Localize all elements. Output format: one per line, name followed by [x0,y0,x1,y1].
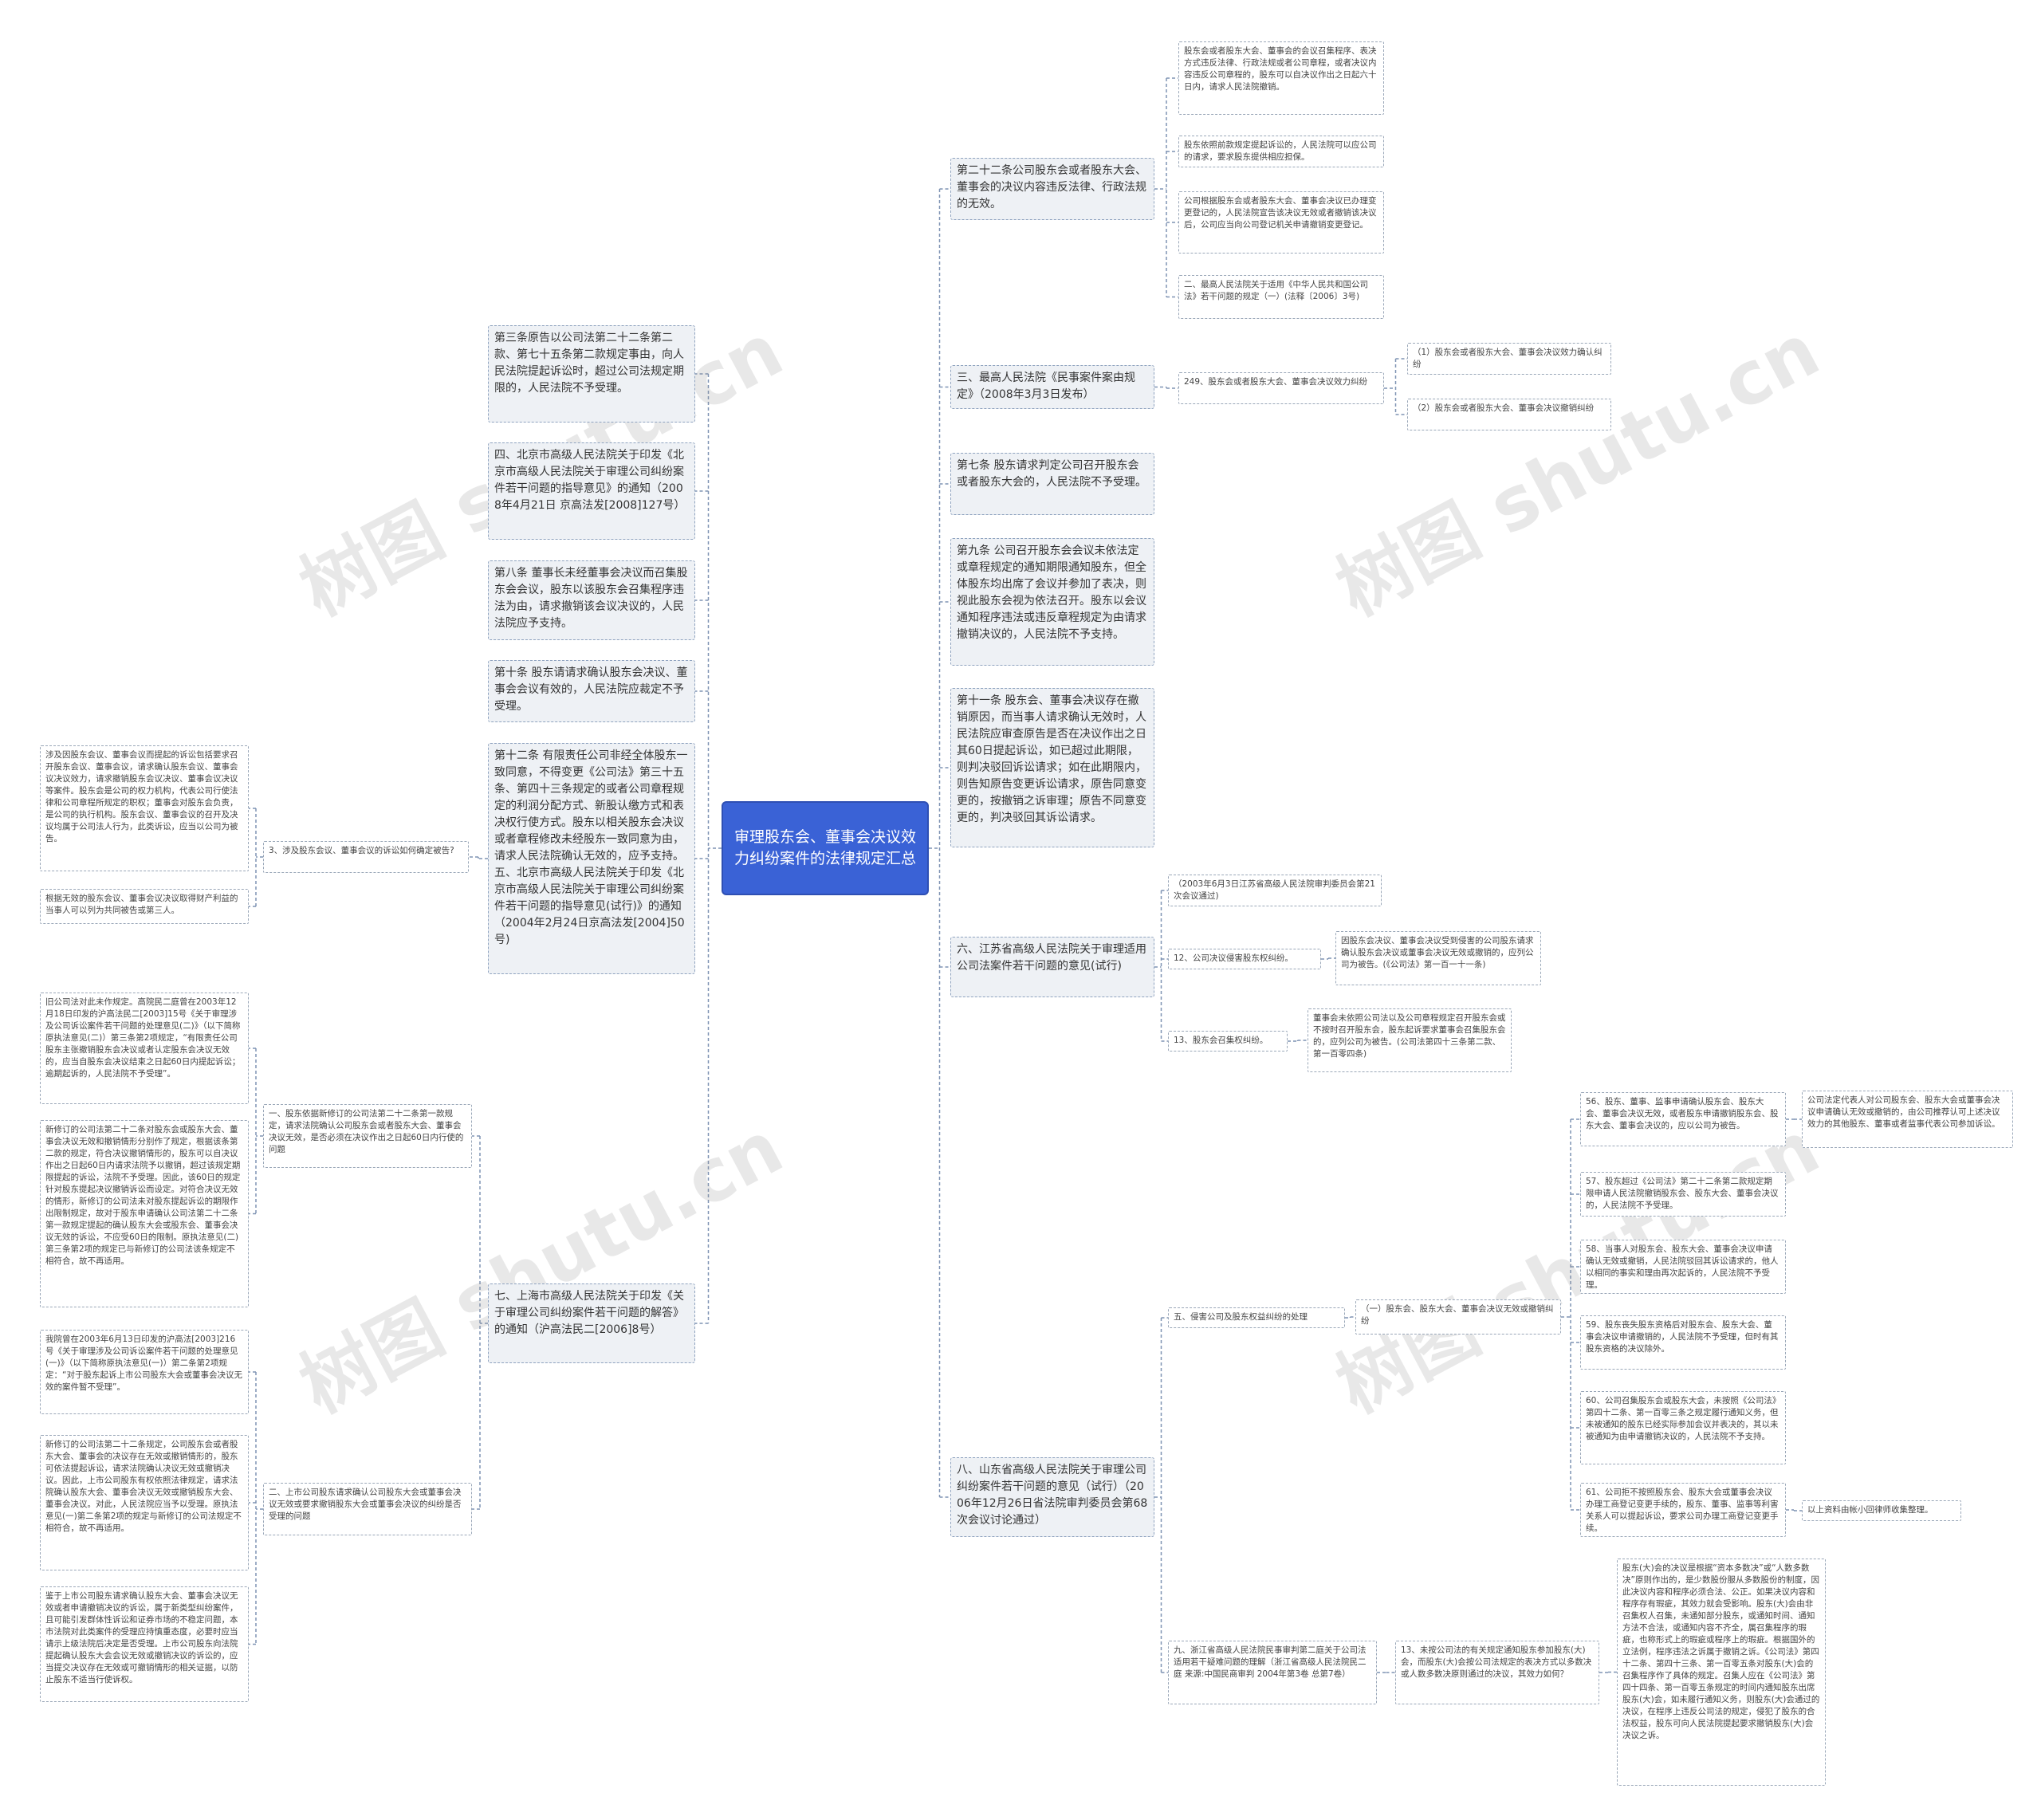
topic-zhejiang-understanding[interactable]: 九、浙江省高级人民法院民事审判第二庭关于公司法适用若干疑难问题的理解（浙江省高级… [1168,1641,1377,1704]
topic-beijing-2008-guidance[interactable]: 四、北京市高级人民法院关于印发《北京市高级人民法院关于审理公司纠纷案件若干问题的… [488,442,695,540]
subtopic-security-request[interactable]: 股东依照前款规定提起诉讼的，人民法院可以应公司的请求，要求股东提供相应担保。 [1178,136,1384,167]
subtopic-3-defendant[interactable]: 3、涉及股东会议、董事会议的诉讼如何确定被告? [263,841,469,873]
subtopic-source-note[interactable]: 以上资料由帐小回律师收集整理。 [1802,1500,1961,1521]
topic-article-22[interactable]: 第二十二条公司股东会或者股东大会、董事会的决议内容违反法律、行政法规的无效。 [950,158,1154,220]
subtopic-13-convening-right[interactable]: 13、股东会召集权纠纷。 [1168,1031,1288,1052]
subtopic-meeting-litigation[interactable]: 涉及因股东会议、董事会议而提起的诉讼包括要求召开股东会议、董事会议，请求确认股东… [40,745,249,871]
topic-article-3[interactable]: 第三条原告以公司法第二十二条第二款、第七十五条第二款规定事由，向人民法院提起诉讼… [488,325,695,423]
topic-article-9[interactable]: 第九条 公司召开股东会会议未依法定或章程规定的通知期限通知股东，但全体股东均出席… [950,538,1154,666]
topic-case-cause-rules[interactable]: 三、最高人民法院《民事案件案由规定》（2008年3月3日发布） [950,365,1154,409]
subtopic-58[interactable]: 58、当事人对股东会、股东大会、董事会决议申请确认无效或撤销，人民法院驳回其诉讼… [1580,1240,1786,1294]
topic-shandong-opinion[interactable]: 八、山东省高级人民法院关于审理公司纠纷案件若干问题的意见（试行）（2006年12… [950,1457,1154,1537]
subtopic-13-answer[interactable]: 股东(大)会的决议是根据“资本多数决”或“人数多数决”原则作出的，是少数股份服从… [1617,1559,1826,1786]
subtopic-revocation-dispute[interactable]: （2）股东会或者股东大会、董事会决议撤销纠纷 [1407,399,1611,430]
topic-article-12[interactable]: 第十二条 有限责任公司非经全体股东一致同意，不得变更《公司法》第三十五条、第四十… [488,743,695,974]
topic-article-8[interactable]: 第八条 董事长未经董事会决议而召集股东会会议，股东以该股东会召集程序违法为由，请… [488,560,695,640]
subtopic-56[interactable]: 56、股东、董事、监事申请确认股东会、股东大会、董事会决议无效，或者股东申请撤销… [1580,1092,1786,1146]
subtopic-co-defendant[interactable]: 根据无效的股东会议、董事会议决议取得财产利益的当事人可以列为共同被告或第三人。 [40,889,249,924]
topic-shanghai-2006-answers[interactable]: 七、上海市高级人民法院关于印发《关于审理公司纠纷案件若干问题的解答》的通知（沪高… [488,1283,695,1363]
subtopic-listed-old-rule[interactable]: 我院曾在2003年6月13日印发的沪高法[2003]216号《关于审理涉及公司诉… [40,1330,249,1414]
subtopic-old-law-rule[interactable]: 旧公司法对此未作规定。高院民二庭曾在2003年12月18日印发的沪高法民二[20… [40,993,249,1104]
subtopic-60-day-question[interactable]: 一、股东依据新修订的公司法第二十二条第一款规定，请求法院确认公司股东会或者股东大… [263,1104,472,1168]
subtopic-12-infringement[interactable]: 12、公司决议侵害股东权纠纷。 [1168,949,1321,969]
subtopic-13-notice-defect[interactable]: 13、未按公司法的有关规定通知股东参加股东(大)会，而股东(大)会按公司法规定的… [1395,1641,1599,1704]
subtopic-61[interactable]: 61、公司拒不按照股东会、股东大会或董事会决议办理工商登记变更手续的，股东、董事… [1580,1483,1786,1537]
subtopic-listed-company-question[interactable]: 二、上市公司股东请求确认公司股东大会或董事会决议无效或要求撤销股东大会或董事会决… [263,1483,472,1535]
topic-jiangsu-opinion[interactable]: 六、江苏省高级人民法院关于审理适用公司法案件若干问题的意见(试行) [950,937,1154,997]
topic-article-11[interactable]: 第十一条 股东会、董事会决议存在撤销原因，而当事人请求确认无效时，人民法院应审查… [950,688,1154,847]
subtopic-spc-interpretation-1[interactable]: 二、最高人民法院关于适用《中华人民共和国公司法》若干问题的规定（一）(法释〔20… [1178,275,1384,319]
subtopic-12-detail[interactable]: 因股东会决议、董事会决议受到侵害的公司股东请求确认股东会决议或董事会决议无效或撤… [1335,931,1541,985]
subtopic-jiangsu-adopted[interactable]: （2003年6月3日江苏省高级人民法院审判委员会第21次会议通过) [1168,875,1382,906]
topic-article-7[interactable]: 第七条 股东请求判定公司召开股东会或者股东大会的，人民法院不予受理。 [950,453,1154,515]
subtopic-249-resolution-dispute[interactable]: 249、股东会或者股东大会、董事会决议效力纠纷 [1178,372,1384,404]
subtopic-60[interactable]: 60、公司召集股东会或股东大会，未按照《公司法》第四十二条、第一百零三条之规定履… [1580,1391,1786,1464]
subtopic-registration-revoke[interactable]: 公司根据股东会或者股东大会、董事会决议已办理变更登记的，人民法院宣告该决议无效或… [1178,191,1384,254]
subtopic-new-law-rule[interactable]: 新修订的公司法第二十二条对股东会或股东大会、董事会决议无效和撤销情形分别作了规定… [40,1120,249,1307]
subtopic-listed-caution[interactable]: 鉴于上市公司股东请求确认股东大会、董事会决议无效或者申请撤销决议的诉讼，属于新类… [40,1586,249,1702]
subtopic-56-legal-rep[interactable]: 公司法定代表人对公司股东会、股东大会或董事会决议申请确认无效或撤销的，由公司推荐… [1802,1091,2013,1148]
topic-article-10[interactable]: 第十条 股东请请求确认股东会决议、董事会会议有效的，人民法院应裁定不予受理。 [488,660,695,722]
subtopic-infringement-handling[interactable]: 五、侵害公司及股东权益纠纷的处理 [1168,1307,1345,1328]
subtopic-listed-new-rule[interactable]: 新修订的公司法第二十二条规定，公司股东会或者股东大会、董事会的决议存在无效或撤销… [40,1435,249,1570]
subtopic-57[interactable]: 57、股东超过《公司法》第二十二条第二款规定期限申请人民法院撤销股东会、股东大会… [1580,1172,1786,1217]
subtopic-validity-confirmation[interactable]: （1）股东会或者股东大会、董事会决议效力确认纠纷 [1407,343,1611,375]
subtopic-invalid-or-revocation[interactable]: （一）股东会、股东大会、董事会决议无效或撤销纠纷 [1355,1299,1561,1335]
subtopic-13-detail[interactable]: 董事会未依照公司法以及公司章程规定召开股东会或不按时召开股东会，股东起诉要求董事… [1308,1008,1512,1072]
root-topic[interactable]: 审理股东会、董事会决议效力纠纷案件的法律规定汇总 [722,801,929,895]
subtopic-revocation-60-days[interactable]: 股东会或者股东大会、董事会的会议召集程序、表决方式违反法律、行政法规或者公司章程… [1178,41,1384,115]
subtopic-59[interactable]: 59、股东丧失股东资格后对股东会、股东大会、董事会决议申请撤销的，人民法院不予受… [1580,1315,1786,1370]
